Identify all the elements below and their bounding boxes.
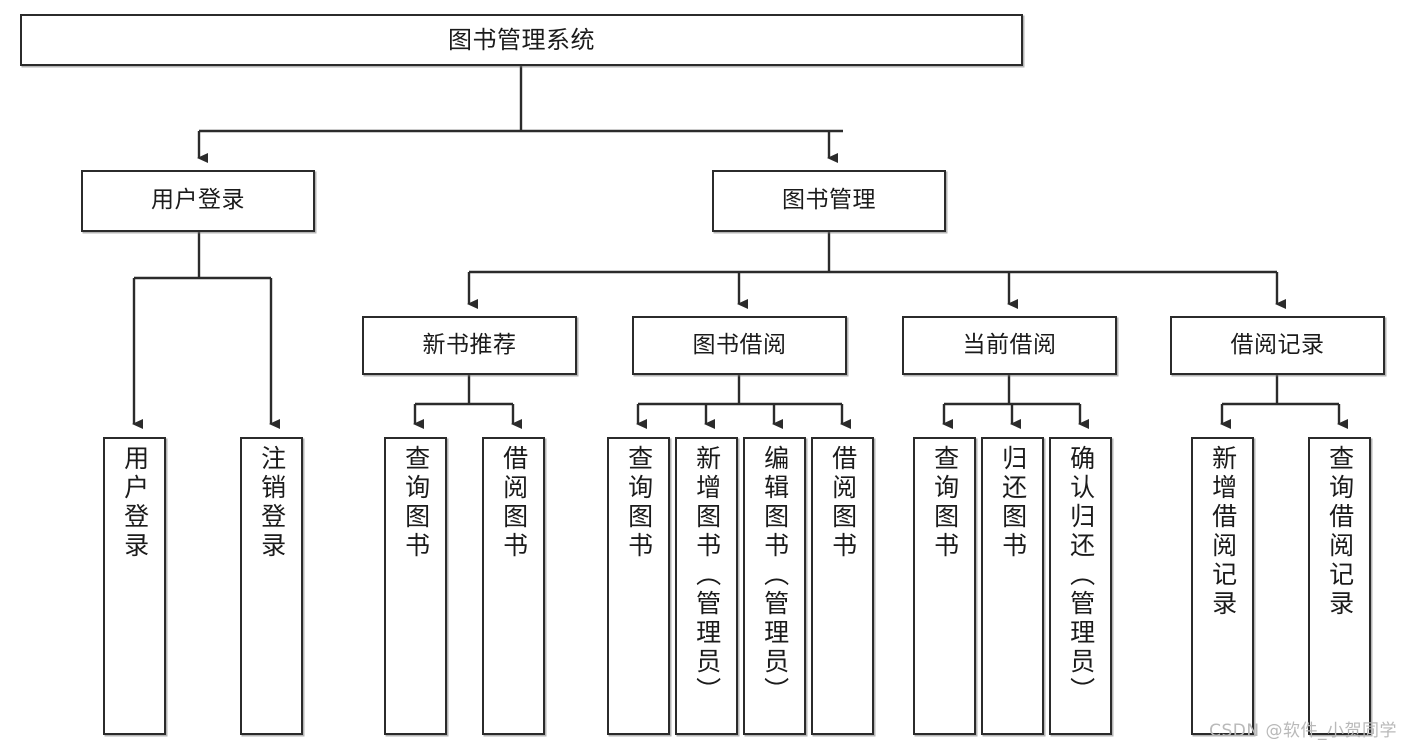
node-current-borrow[interactable]: 当前借阅 [902,316,1117,375]
node-book-manage[interactable]: 图书管理 [712,170,946,232]
leaf-confirm-return-admin[interactable]: 确认归还（管理员） [1049,437,1112,735]
node-label: 查询图书 [624,445,654,561]
node-label: 当前借阅 [962,331,1057,358]
node-label: 新书推荐 [422,331,517,358]
leaf-edit-book-admin[interactable]: 编辑图书（管理员） [743,437,806,735]
node-label: 查询借阅记录 [1325,445,1355,619]
node-label: 用户登录 [120,445,150,561]
leaf-logout-login[interactable]: 注销登录 [240,437,303,735]
node-root-system[interactable]: 图书管理系统 [20,14,1023,66]
leaf-user-login[interactable]: 用户登录 [103,437,166,735]
node-label: 归还图书 [998,445,1028,561]
node-label: 新增图书（管理员） [692,445,722,706]
leaf-add-borrow-record[interactable]: 新增借阅记录 [1191,437,1254,735]
node-label: 确认归还（管理员） [1066,445,1096,706]
leaf-query-book-current[interactable]: 查询图书 [913,437,976,735]
node-label: 注销登录 [257,445,287,561]
leaf-return-book[interactable]: 归还图书 [981,437,1044,735]
watermark-text: CSDN @软件_小贺同学 [1209,721,1397,741]
node-book-borrow[interactable]: 图书借阅 [632,316,847,375]
node-user-login[interactable]: 用户登录 [81,170,315,232]
node-label: 新增借阅记录 [1208,445,1238,619]
node-label: 编辑图书（管理员） [760,445,790,706]
node-label: 借阅记录 [1230,331,1325,358]
node-label: 图书借阅 [692,331,787,358]
leaf-add-book-admin[interactable]: 新增图书（管理员） [675,437,738,735]
leaf-query-book-recommend[interactable]: 查询图书 [384,437,447,735]
node-label: 查询图书 [401,445,431,561]
leaf-query-borrow-record[interactable]: 查询借阅记录 [1308,437,1371,735]
node-label: 借阅图书 [499,445,529,561]
node-label: 查询图书 [930,445,960,561]
node-borrow-record[interactable]: 借阅记录 [1170,316,1385,375]
node-label: 图书管理系统 [448,25,595,54]
leaf-borrow-book[interactable]: 借阅图书 [811,437,874,735]
leaf-borrow-book-recommend[interactable]: 借阅图书 [482,437,545,735]
node-label: 图书管理 [782,187,876,214]
leaf-query-book-borrow[interactable]: 查询图书 [607,437,670,735]
node-label: 用户登录 [151,187,245,214]
node-label: 借阅图书 [828,445,858,561]
node-new-book-recommend[interactable]: 新书推荐 [362,316,577,375]
